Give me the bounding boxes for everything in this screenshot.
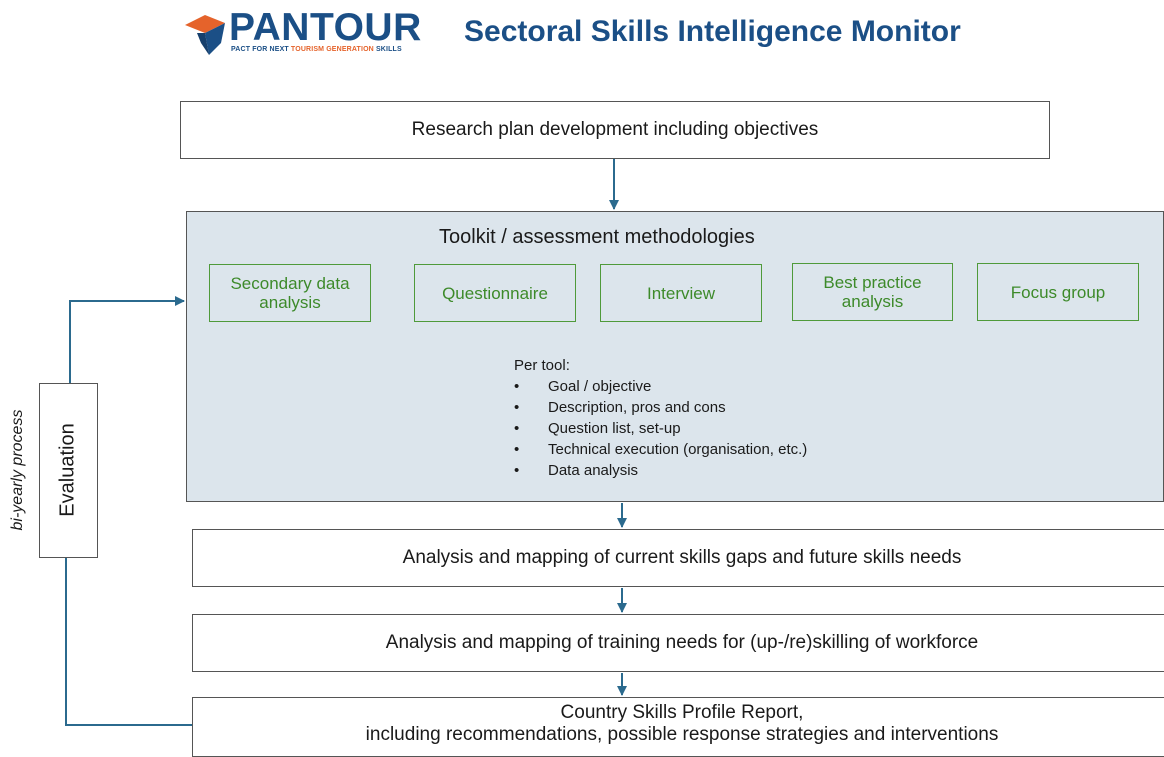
research-plan-box: Research plan development including obje… bbox=[180, 101, 1050, 159]
skills-gaps-label: Analysis and mapping of current skills g… bbox=[402, 547, 962, 568]
tool-focus-group: Focus group bbox=[977, 263, 1139, 321]
evaluation-label: Evaluation bbox=[56, 423, 79, 517]
feedback-evaluation-to-toolkit bbox=[69, 296, 185, 383]
training-needs-label: Analysis and mapping of training needs f… bbox=[385, 632, 979, 653]
per-tool-item: Technical execution (organisation, etc.) bbox=[514, 439, 807, 460]
toolkit-title: Toolkit / assessment methodologies bbox=[439, 226, 755, 248]
per-tool-item: Question list, set-up bbox=[514, 418, 807, 439]
feedback-report-to-evaluation bbox=[65, 558, 192, 726]
pantour-logo-icon bbox=[185, 15, 225, 55]
research-plan-label: Research plan development including obje… bbox=[411, 119, 819, 140]
page-title: Sectoral Skills Intelligence Monitor bbox=[464, 15, 961, 48]
bi-yearly-process-label: bi-yearly process bbox=[9, 409, 26, 531]
per-tool-list: Per tool: Goal / objective Description, … bbox=[514, 355, 807, 481]
tool-best-practice-analysis: Best practice analysis bbox=[792, 263, 953, 321]
brand-tagline: PACT FOR NEXT TOURISM GENERATION SKILLS bbox=[231, 46, 402, 53]
tool-questionnaire: Questionnaire bbox=[414, 264, 576, 322]
per-tool-item: Description, pros and cons bbox=[514, 397, 807, 418]
report-title: Country Skills Profile Report, bbox=[560, 702, 804, 723]
training-needs-box: Analysis and mapping of training needs f… bbox=[192, 614, 1164, 672]
per-tool-item: Goal / objective bbox=[514, 376, 807, 397]
tool-secondary-data-analysis: Secondary data analysis bbox=[209, 264, 371, 322]
report-subtitle: including recommendations, possible resp… bbox=[365, 724, 999, 745]
per-tool-item: Data analysis bbox=[514, 460, 807, 481]
per-tool-heading: Per tool: bbox=[514, 357, 570, 374]
evaluation-box bbox=[39, 383, 98, 558]
tool-interview: Interview bbox=[600, 264, 762, 322]
brand-name: PANTOUR bbox=[229, 6, 422, 49]
skills-gaps-box: Analysis and mapping of current skills g… bbox=[192, 529, 1164, 587]
country-report-box: Country Skills Profile Report, including… bbox=[192, 697, 1164, 757]
